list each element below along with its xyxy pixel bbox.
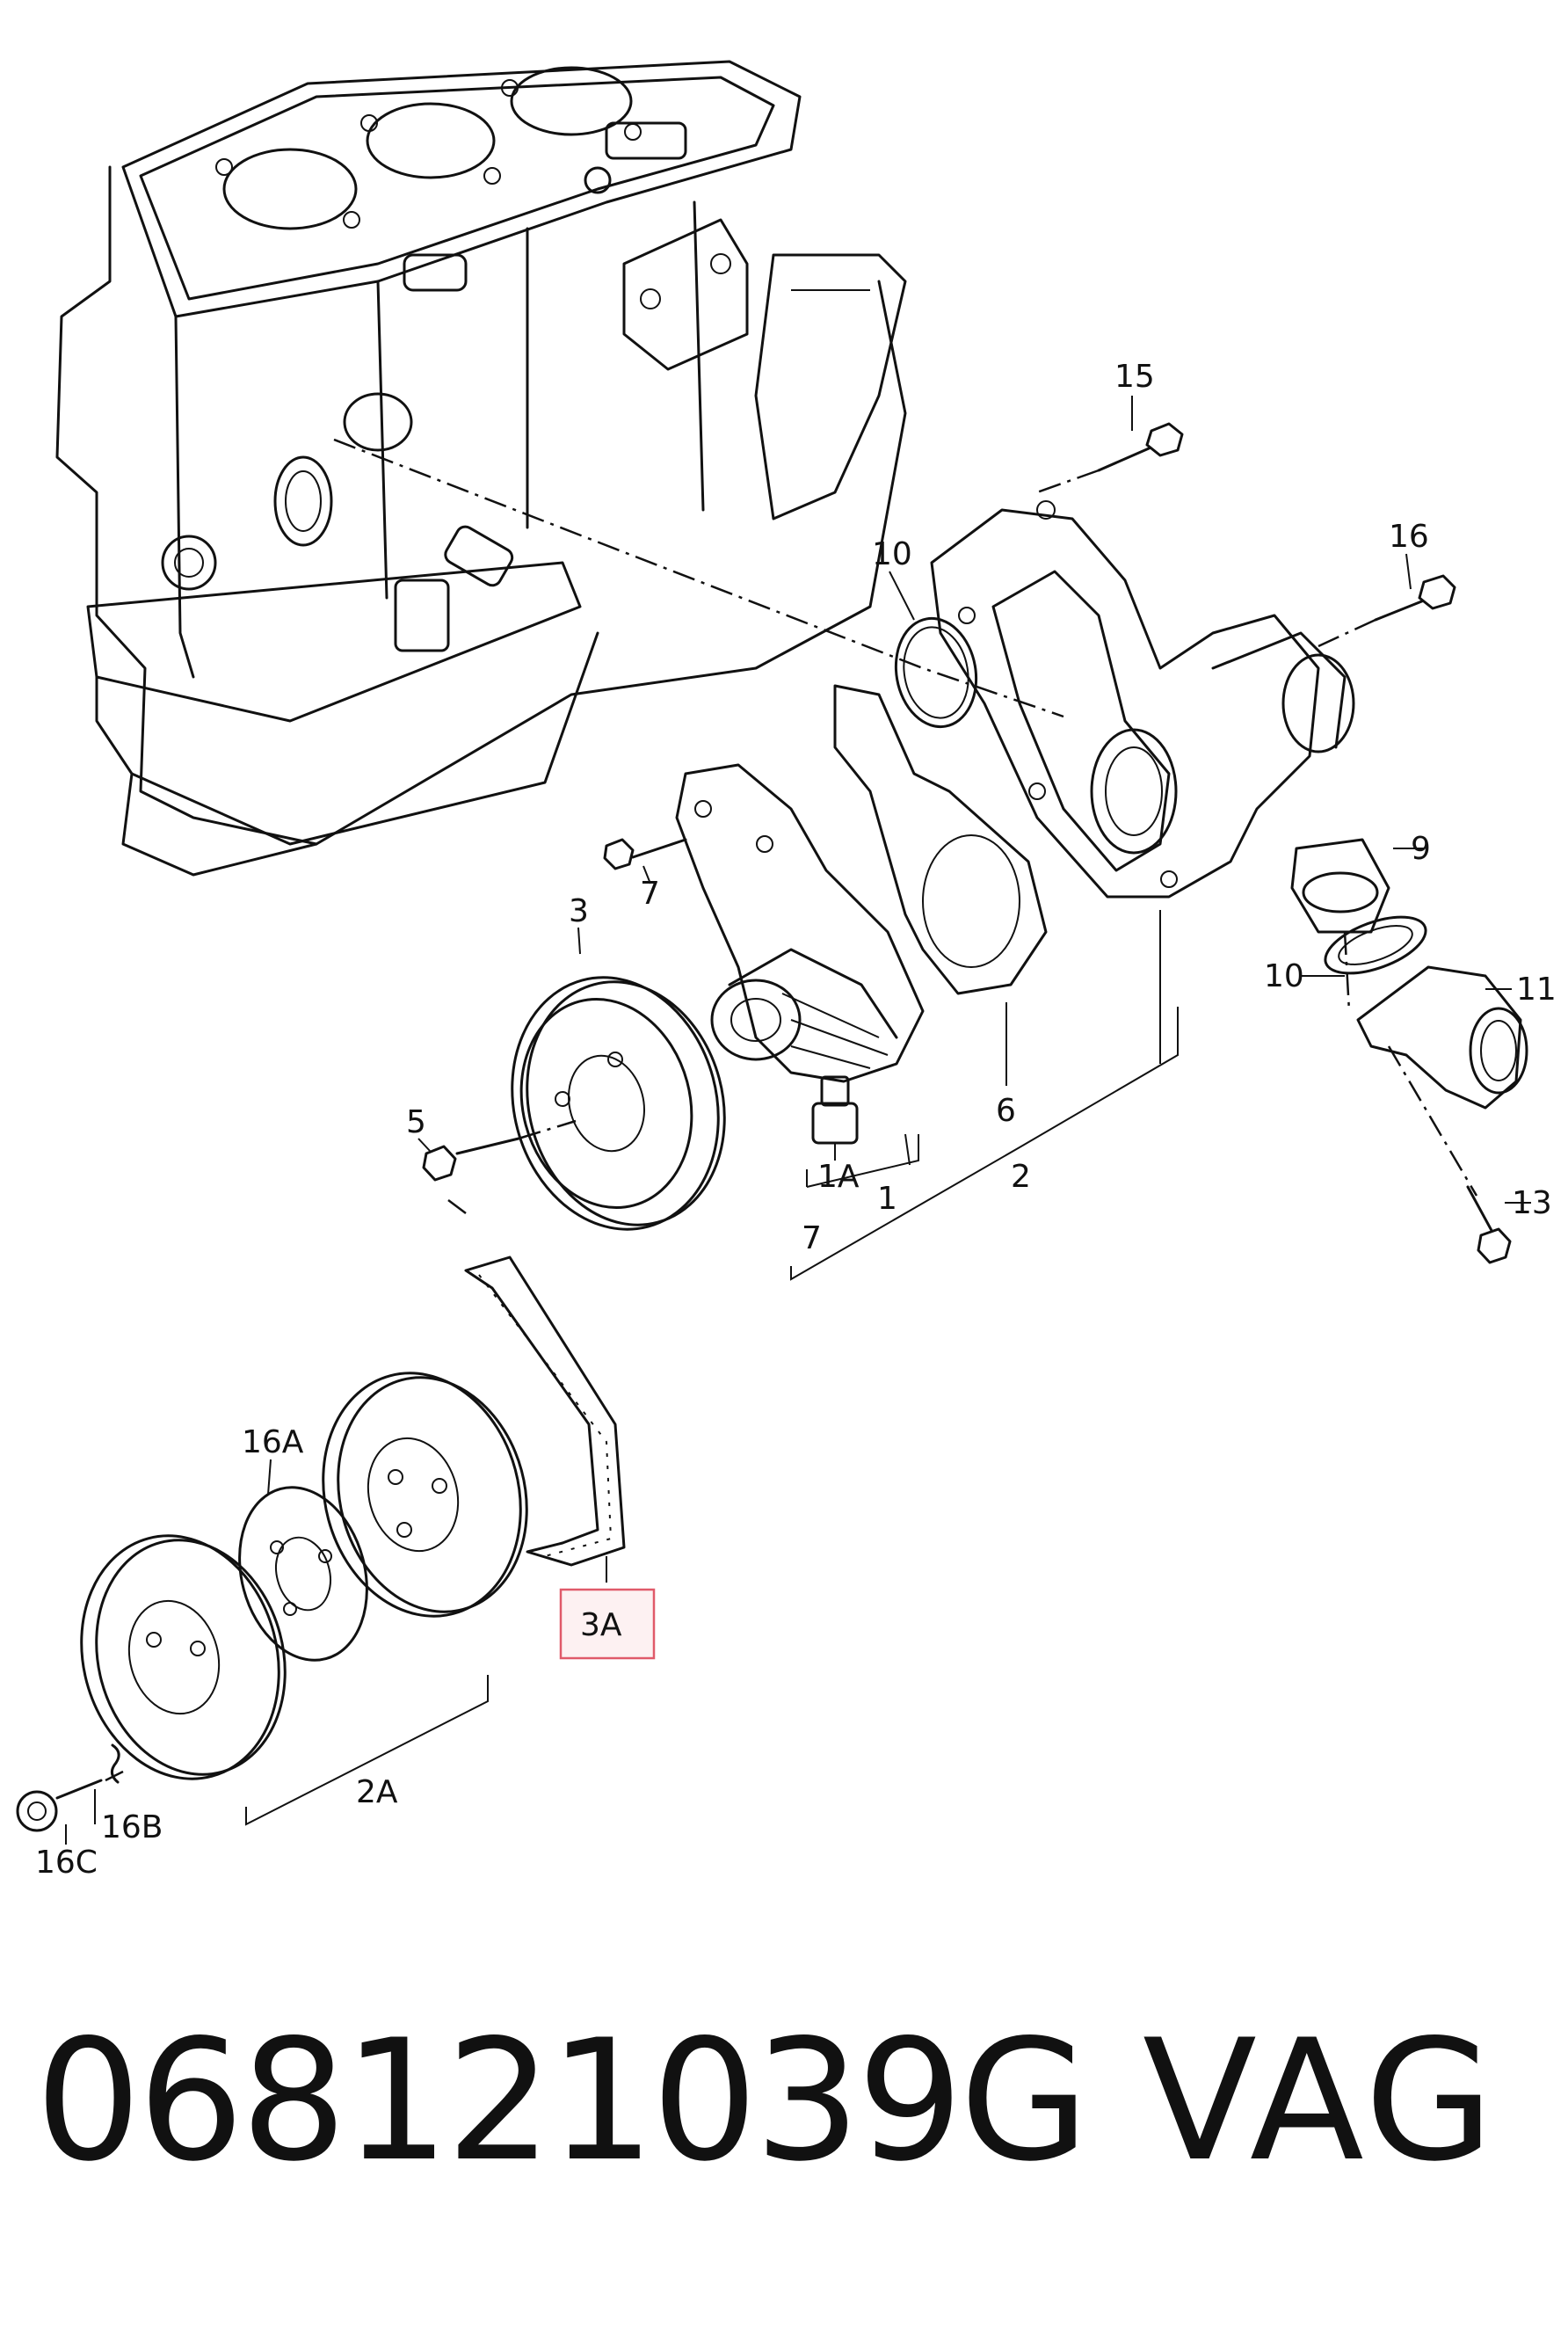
- crank-pulley-rear: [322, 1372, 528, 1618]
- callout-10b: 10: [1264, 958, 1304, 994]
- callout-7: 7: [640, 876, 660, 912]
- callout-11: 11: [1516, 972, 1557, 1008]
- part-number: 068121039G: [35, 2004, 1089, 2198]
- highlight-box-3a: [559, 1588, 656, 1660]
- bolt-5: [422, 1137, 520, 1182]
- crank-pulley-front: [80, 1534, 287, 1780]
- pump-pulley: [511, 976, 726, 1231]
- pump-housing: [930, 500, 1355, 899]
- callout-16c: 16C: [35, 1845, 98, 1881]
- callout-15: 15: [1114, 359, 1155, 395]
- thermostat: [1290, 838, 1390, 934]
- callout-7b: 7: [802, 1220, 822, 1256]
- callout-1: 1: [877, 1181, 897, 1217]
- gasket-10b: [1324, 915, 1427, 975]
- v-belt: [464, 1255, 626, 1567]
- callout-9: 9: [1411, 831, 1431, 867]
- brand-name: VAG: [1143, 2004, 1498, 2198]
- bolt-16c: [16, 1779, 103, 1832]
- water-pump: [675, 763, 925, 1083]
- callout-6: 6: [996, 1093, 1016, 1129]
- callout-1a: 1A: [817, 1159, 860, 1195]
- callout-2: 2: [1011, 1159, 1031, 1195]
- callouts: 15 16 10 9 10 11 13 7 3 5 1A 1 7 6 2 16A…: [35, 359, 1557, 1881]
- leader-lines: [65, 396, 1531, 1845]
- callout-3a: 3A: [580, 1607, 622, 1643]
- callout-3: 3: [569, 893, 589, 929]
- callout-16a: 16A: [242, 1424, 304, 1460]
- assembly-axes: [105, 438, 1478, 1782]
- bolt-7: [603, 838, 687, 870]
- callout-5: 5: [406, 1104, 426, 1140]
- bolt-13: [1466, 1185, 1512, 1264]
- bolt-16: [1374, 574, 1456, 622]
- sender-1a: [811, 1075, 859, 1145]
- engine-block: [55, 60, 907, 877]
- callout-16b: 16B: [101, 1809, 163, 1845]
- bolt-15: [1097, 422, 1184, 472]
- gasket-6: [833, 684, 1048, 995]
- callout-13: 13: [1512, 1185, 1552, 1221]
- gasket-10: [894, 616, 978, 729]
- spacer-plate-16a: [238, 1486, 368, 1662]
- coolant-elbow: [1356, 965, 1528, 1110]
- callout-2a: 2A: [356, 1774, 398, 1810]
- callout-16: 16: [1389, 519, 1429, 555]
- callout-10: 10: [872, 536, 912, 572]
